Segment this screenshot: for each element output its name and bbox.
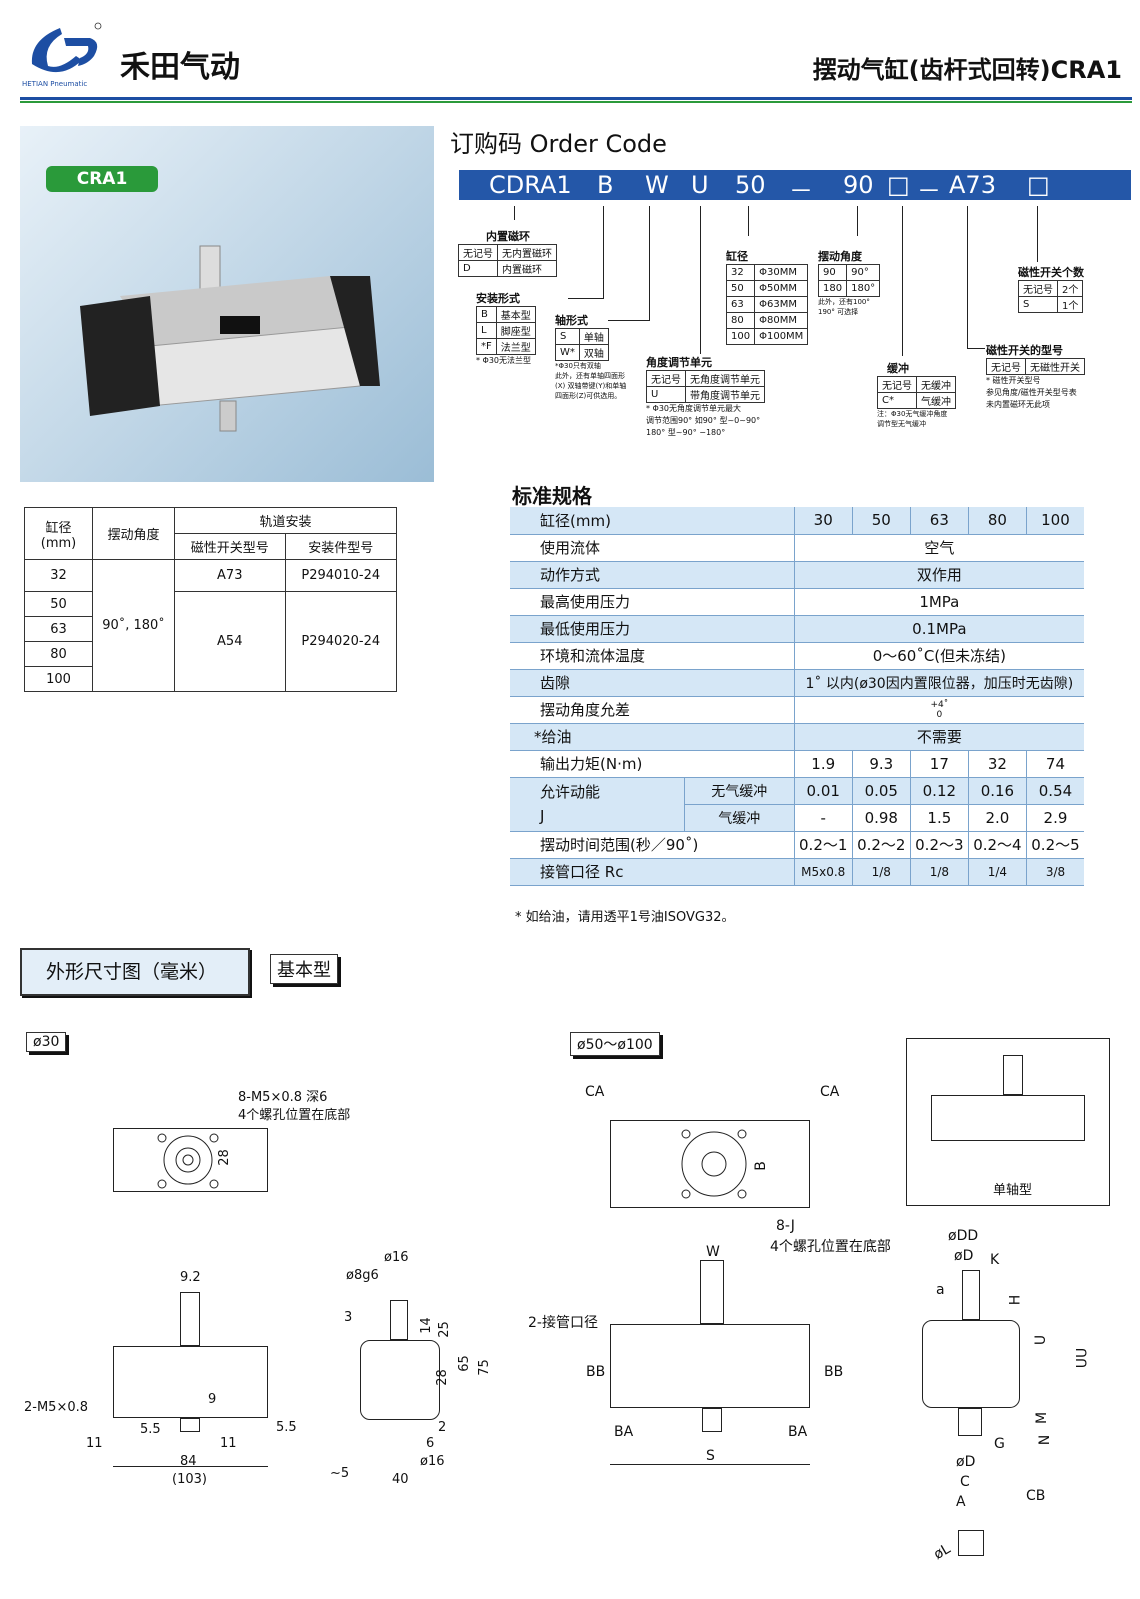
switch-type-block: 磁性开关的型号 无记号无磁性开关 * 磁性开关型号参见角度/磁性开关型号表未内置… bbox=[986, 342, 1085, 411]
drawing-d50-side bbox=[922, 1320, 1020, 1408]
drawing-d50-front bbox=[610, 1324, 810, 1408]
code-bore: 50 bbox=[735, 171, 766, 199]
code-angle: 90 bbox=[843, 171, 874, 199]
code-shaft: W bbox=[645, 171, 669, 199]
code-cushion: □ bbox=[887, 171, 910, 199]
brand-name: 禾田气动 bbox=[120, 50, 240, 85]
magnet-title: 内置磁环 bbox=[486, 230, 530, 243]
dims-d30: ø30 bbox=[26, 1032, 67, 1052]
single-shaft-panel: 单轴型 bbox=[906, 1038, 1110, 1206]
order-title: 订购码 Order Code bbox=[450, 130, 667, 158]
brand-logo-icon bbox=[20, 20, 104, 82]
dims-type: 基本型 bbox=[270, 954, 338, 984]
code-adjust: U bbox=[691, 171, 709, 199]
product-badge: CRA1 bbox=[46, 166, 158, 192]
code-count: □ bbox=[1027, 171, 1050, 199]
code-series: CDRA1 bbox=[489, 171, 572, 199]
page-title: 摆动气缸(齿杆式回转)CRA1 bbox=[812, 56, 1122, 84]
code-dash2: － bbox=[917, 177, 941, 205]
spec-note: * 如给油，请用透平1号油ISOVG32。 bbox=[515, 910, 735, 925]
drawing-d30-front bbox=[113, 1346, 268, 1418]
code-dash1: － bbox=[789, 177, 813, 205]
cylinder-image bbox=[80, 245, 380, 432]
code-mount: B bbox=[597, 171, 614, 199]
drawing-d30-side bbox=[360, 1340, 440, 1420]
drawing-d30-top bbox=[113, 1128, 268, 1192]
dims-d50: ø50～ø100 bbox=[570, 1032, 660, 1056]
header-rule bbox=[20, 97, 1132, 103]
order-code-bar: CDRA1 B W U 50 － 90 □ － A73 □ bbox=[459, 170, 1131, 205]
drawing-d50-top bbox=[610, 1120, 810, 1208]
code-switch: A73 bbox=[949, 171, 996, 199]
spec-title: 标准规格 bbox=[512, 484, 592, 508]
dims-title: 外形尺寸图（毫米） bbox=[20, 948, 250, 996]
product-photo: CRA1 bbox=[20, 126, 434, 482]
brand-sub: HETIAN Pneumatic bbox=[22, 80, 88, 88]
